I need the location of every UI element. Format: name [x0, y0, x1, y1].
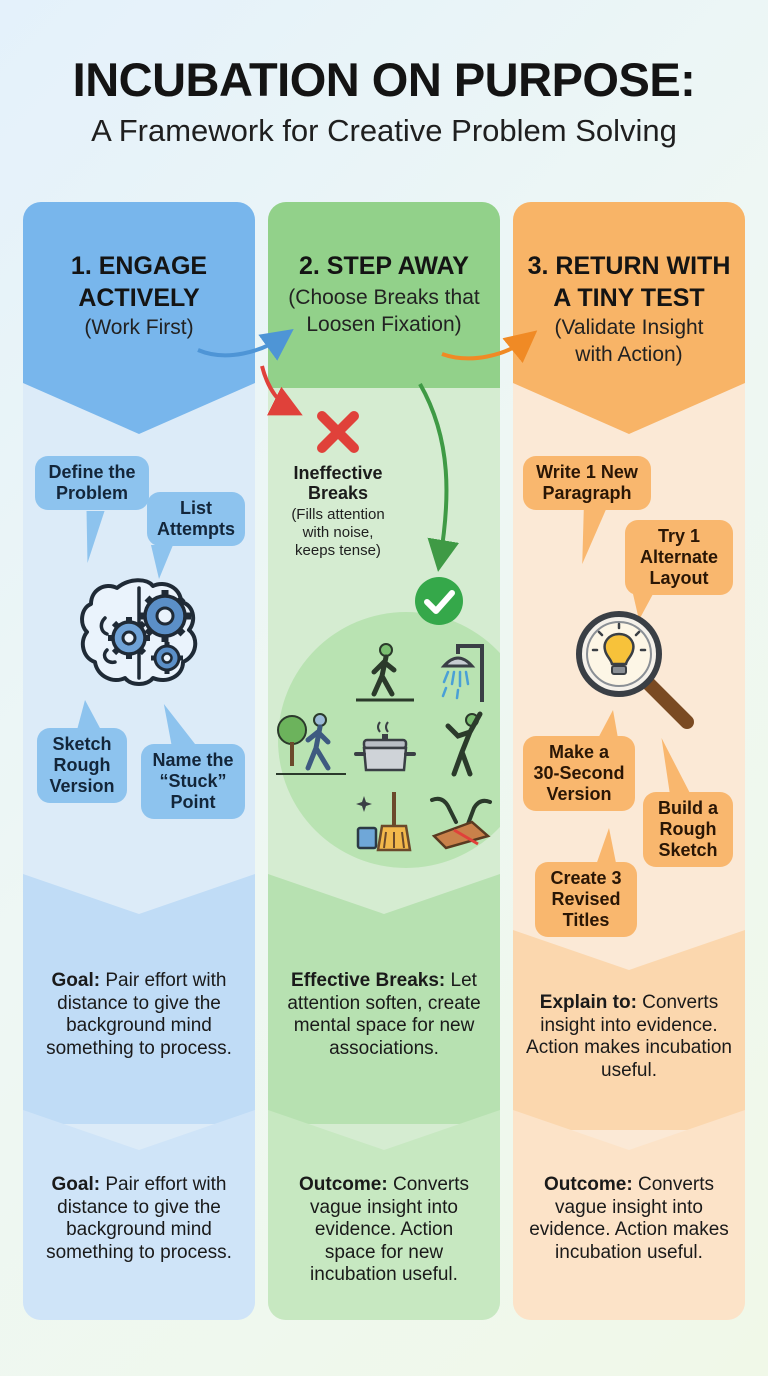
bubble-tail	[77, 700, 101, 730]
ineffective-breaks-title: Ineffective Breaks	[293, 463, 383, 503]
nature-walk-icon	[276, 713, 346, 775]
bubble-list-attempts: List Attempts	[147, 492, 245, 546]
outcome-text: Outcome: Converts vague insight into evi…	[529, 1174, 729, 1263]
brain-gears-icon	[80, 578, 198, 686]
cleaning-icon	[356, 792, 412, 852]
column-subtitle: (Validate Insight with Action)	[554, 316, 704, 366]
column-title: 1. ENGAGE ACTIVELY	[70, 252, 208, 312]
bubble-try-alternate-layout: Try 1 Alternate Layout	[625, 520, 733, 595]
bubble-define-problem: Define the Problem	[35, 456, 149, 510]
walking-icon	[356, 643, 414, 702]
bubble-write-paragraph: Write 1 New Paragraph	[523, 456, 651, 510]
bubble-tail	[151, 545, 173, 579]
bubble-make-30-second-version: Make a 30-Second Version	[523, 736, 635, 811]
bubble-tail	[633, 594, 653, 620]
arrow-to-ineffective	[260, 365, 303, 416]
stretching-icon	[445, 711, 483, 777]
column-subtitle: (Choose Breaks that Loosen Fixation)	[288, 286, 480, 336]
outcome-text: Goal: Pair effort with distance to give …	[46, 1174, 232, 1263]
check-mark-icon	[415, 577, 463, 625]
magnifier-lightbulb-icon	[576, 611, 694, 729]
bubble-tail	[595, 828, 617, 868]
bubble-create-revised-titles: Create 3 Revised Titles	[535, 862, 637, 937]
page-title: INCUBATION ON PURPOSE:	[72, 53, 696, 106]
effective-breaks-text: Effective Breaks: Let attention soften, …	[287, 970, 481, 1059]
x-mark-icon	[317, 411, 359, 453]
arrow-to-effective	[418, 383, 460, 572]
shower-icon	[440, 644, 484, 702]
column-header: 2. STEP AWAY (Choose Breaks that Loosen …	[268, 202, 500, 388]
column-step-away: 2. STEP AWAY (Choose Breaks that Loosen …	[268, 202, 500, 1320]
bubble-build-rough-sketch: Build a Rough Sketch	[643, 792, 733, 867]
bubble-sketch-rough-version: Sketch Rough Version	[37, 728, 127, 803]
column-title: 2. STEP AWAY	[299, 252, 469, 280]
column-title: 3. RETURN WITH A TINY TEST	[527, 252, 731, 312]
page-subtitle: A Framework for Creative Problem Solving	[91, 113, 677, 148]
column-subtitle: (Work First)	[84, 316, 194, 339]
goal-band	[23, 874, 255, 1124]
goal-text: Goal: Pair effort with distance to give …	[46, 970, 232, 1059]
bubble-name-stuck-point: Name the “Stuck” Point	[141, 744, 245, 819]
effective-breaks-band	[268, 874, 500, 1124]
column-engage: 1. ENGAGE ACTIVELY (Work First) Define t…	[23, 202, 255, 1320]
arrow-engage-to-step-away	[197, 328, 294, 361]
column-return: 3. RETURN WITH A TINY TEST (Validate Ins…	[513, 202, 745, 1320]
explain-text: Explain to: Converts insight into eviden…	[526, 992, 732, 1081]
ineffective-breaks-description: (Fills attention with noise, keeps tense…	[291, 506, 385, 559]
cooking-pot-icon	[354, 721, 416, 772]
crafting-icon	[430, 796, 492, 850]
outcome-text: Outcome: Converts vague insight into evi…	[299, 1174, 469, 1285]
column-header: 3. RETURN WITH A TINY TEST (Validate Ins…	[513, 202, 745, 434]
arrow-step-away-to-return	[441, 330, 538, 364]
column-header: 1. ENGAGE ACTIVELY (Work First)	[23, 202, 255, 434]
